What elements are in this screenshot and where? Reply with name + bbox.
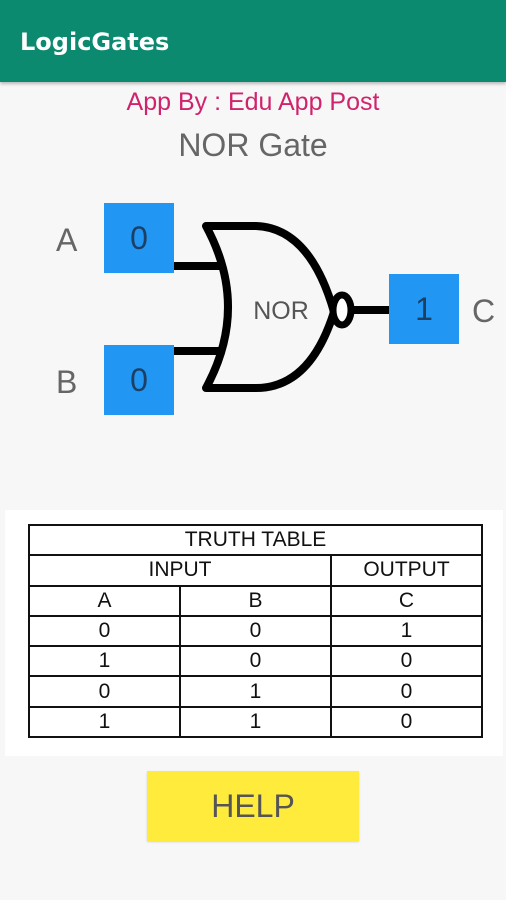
table-cell: 0: [330, 645, 483, 678]
input-b-toggle-button[interactable]: 0: [104, 345, 174, 415]
app-title: LogicGates: [20, 28, 170, 56]
input-b-label: B: [56, 364, 78, 400]
table-row: 0 1 0: [28, 675, 483, 708]
app-bar: LogicGates: [0, 0, 506, 82]
gate-title: NOR Gate: [178, 127, 328, 163]
column-header-row: A B C: [28, 584, 483, 617]
table-cell: 0: [28, 614, 181, 648]
column-header-a: A: [28, 584, 181, 617]
nor-gate-body: [202, 222, 338, 392]
table-row: 1 0 0: [28, 645, 483, 678]
table-cell: 1: [330, 614, 483, 648]
table-cell: 0: [179, 614, 332, 648]
table-cell: 1: [179, 675, 332, 708]
input-a-label: A: [56, 222, 78, 258]
input-a-toggle-button[interactable]: 0: [104, 203, 174, 273]
table-row: 0 0 1: [28, 614, 483, 648]
output-c-display: 1: [389, 274, 459, 344]
table-cell: 0: [28, 675, 181, 708]
truth-table: TRUTH TABLE INPUT OUTPUT A B C 0 0 1 1 0…: [28, 523, 483, 739]
table-cell: 0: [330, 705, 483, 739]
column-header-c: C: [330, 584, 483, 617]
table-cell: 1: [28, 645, 181, 678]
table-row: 1 1 0: [28, 705, 483, 739]
help-button[interactable]: HELP: [147, 771, 359, 841]
output-header: OUTPUT: [330, 554, 483, 587]
table-cell: 1: [28, 705, 181, 739]
gate-symbol-label: NOR: [253, 297, 309, 325]
app-credit: App By : Edu App Post: [126, 88, 380, 116]
table-cell: 0: [330, 675, 483, 708]
input-header: INPUT: [28, 554, 332, 587]
truth-table-card: TRUTH TABLE INPUT OUTPUT A B C 0 0 1 1 0…: [5, 510, 503, 756]
output-c-label: C: [472, 293, 496, 329]
nor-gate-symbol: [174, 222, 390, 392]
table-cell: 0: [179, 645, 332, 678]
truth-table-title: TRUTH TABLE: [28, 523, 483, 557]
inverter-bubble: [329, 291, 355, 329]
column-header-b: B: [179, 584, 332, 617]
table-cell: 1: [179, 705, 332, 739]
